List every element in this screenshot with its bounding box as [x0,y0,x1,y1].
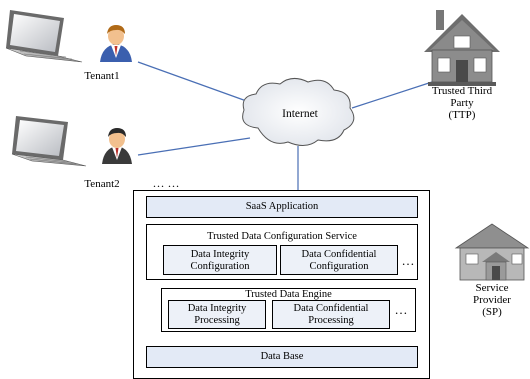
sp-label-line1: Service [475,282,509,294]
sp-label-line2: Provider [473,294,511,306]
database-box: Data Base [146,346,418,368]
integrity-config-line2: Configuration [190,261,250,272]
engine-more-label: … [394,302,408,317]
tenant1-label: Tenant1 [84,70,120,82]
config-more-label: … [401,253,415,268]
tenant2-label: Tenant2 [84,178,120,190]
ttp-building-icon [424,10,500,86]
confidential-config-line2: Configuration [309,261,369,272]
config-service-label: Trusted Data Configuration Service [207,231,357,242]
ttp-label-line1: Trusted Third [431,85,493,97]
confidential-config-box: Data Confidential Configuration [280,245,398,275]
sp-label: Service Provider (SP) [454,282,530,318]
confidential-processing-box: Data Confidential Processing [272,300,390,329]
tenant2-laptop-icon [11,116,87,167]
ttp-label-line2: Party [450,97,474,109]
internet-cloud-icon [242,78,355,146]
connection-lines [137,61,433,190]
internet-label: Internet [282,108,318,120]
tenant1-person-icon [100,25,132,62]
confidential-processing-line2: Processing [308,315,354,326]
integrity-processing-box: Data Integrity Processing [168,300,266,329]
confidential-config-line1: Data Confidential [301,249,377,260]
tenant-more-label: … … [152,176,180,190]
ttp-label-line3: (TTP) [448,109,476,121]
integrity-config-box: Data Integrity Configuration [163,245,277,275]
tenant2-person-icon [102,128,132,164]
ttp-label: Trusted Third Party (TTP) [418,85,506,121]
sp-label-line3: (SP) [482,306,502,318]
database-label: Data Base [260,351,304,362]
saas-application-label: SaaS Application [245,201,319,212]
saas-application-box: SaaS Application [146,196,418,218]
integrity-processing-line1: Data Integrity [187,303,247,314]
sp-house-icon [454,223,530,281]
tenant1-laptop-icon [5,10,83,63]
integrity-config-line1: Data Integrity [190,249,250,260]
confidential-processing-line1: Data Confidential [293,303,369,314]
engine-label: Trusted Data Engine [245,289,332,300]
integrity-processing-line2: Processing [194,315,240,326]
